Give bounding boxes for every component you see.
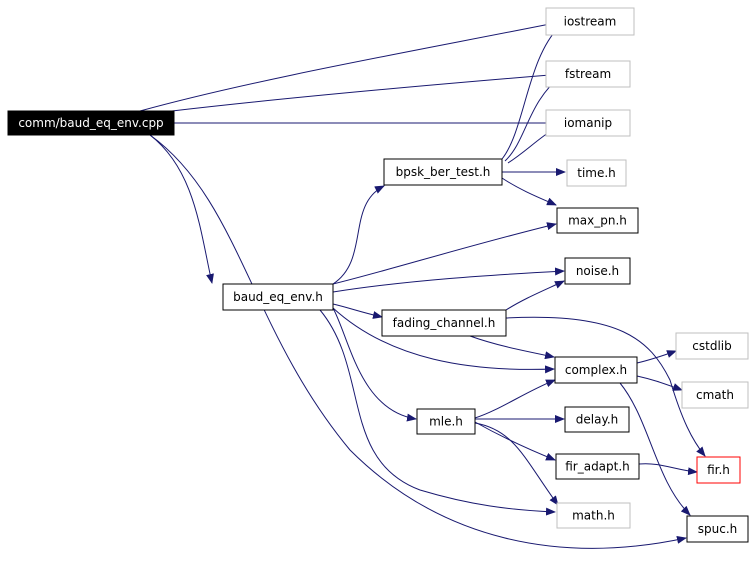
node-box	[564, 406, 630, 433]
edge-root-to-iostream	[139, 19, 561, 112]
node-label: fir_adapt.h	[565, 460, 630, 474]
node-root[interactable]: comm/baud_eq_env.cpp	[7, 110, 175, 136]
node-spuc[interactable]: spuc.h	[686, 515, 749, 543]
node-label: delay.h	[576, 413, 619, 427]
node-math[interactable]: math.h	[556, 502, 631, 529]
node-label: iostream	[564, 15, 617, 29]
edge-baud-to-math	[319, 309, 556, 516]
node-noise[interactable]: noise.h	[564, 257, 631, 285]
nodes: comm/baud_eq_env.cpp iostream fstream ioman…	[7, 7, 749, 543]
node-delay[interactable]: delay.h	[564, 406, 630, 433]
node-iostream[interactable]: iostream	[545, 7, 635, 36]
edges	[139, 19, 706, 549]
node-baud[interactable]: baud_eq_env.h	[222, 283, 334, 311]
node-label: cstdlib	[692, 339, 731, 353]
node-time[interactable]: time.h	[566, 159, 627, 187]
node-complex[interactable]: complex.h	[554, 356, 638, 384]
node-label: math.h	[572, 509, 615, 523]
node-fir[interactable]: fir.h	[696, 456, 741, 484]
node-label: fading_channel.h	[393, 316, 496, 330]
edge-baud-to-maxpn	[332, 222, 557, 285]
node-box	[556, 207, 639, 234]
node-label: time.h	[577, 166, 616, 180]
node-fading[interactable]: fading_channel.h	[381, 309, 507, 337]
edge-baud-to-mle	[332, 307, 417, 422]
node-mle[interactable]: mle.h	[416, 408, 476, 435]
node-box	[555, 453, 640, 480]
node-label: comm/baud_eq_env.cpp	[18, 116, 163, 130]
node-label: cmath	[696, 388, 734, 402]
node-box	[545, 60, 631, 88]
node-box	[686, 515, 749, 543]
node-box	[681, 381, 749, 409]
edge-fading-to-noise	[505, 280, 565, 311]
node-box	[545, 7, 635, 36]
node-label: iomanip	[564, 116, 612, 130]
edge-complex-to-cmath	[636, 375, 683, 391]
edge-mle-to-math	[474, 422, 559, 506]
node-cmath[interactable]: cmath	[681, 381, 749, 409]
node-box	[564, 257, 631, 285]
edge-complex-to-cstdlib	[636, 350, 677, 364]
node-label: mle.h	[429, 415, 463, 429]
node-firadapt[interactable]: fir_adapt.h	[555, 453, 640, 480]
node-box	[554, 356, 638, 384]
node-box	[545, 109, 631, 137]
node-box	[381, 309, 507, 337]
edge-fading-to-complex	[469, 335, 555, 360]
node-bpsk[interactable]: bpsk_ber_test.h	[383, 158, 503, 186]
node-box	[566, 159, 627, 187]
node-label: fstream	[565, 67, 611, 81]
node-maxpn[interactable]: max_pn.h	[556, 207, 639, 234]
edge-bpsk-to-iostream	[501, 25, 561, 160]
edge-baud-to-noise	[332, 267, 565, 293]
node-label: max_pn.h	[568, 214, 627, 228]
node-box	[383, 158, 503, 186]
node-box	[7, 110, 175, 136]
node-label: fir.h	[707, 463, 730, 477]
edge-root-to-baud	[149, 134, 214, 284]
node-label: bpsk_ber_test.h	[396, 165, 491, 179]
edge-fading-to-fir	[505, 316, 706, 457]
edge-complex-to-spuc	[619, 382, 691, 516]
edge-root-to-fstream	[171, 70, 563, 112]
node-box	[675, 332, 749, 360]
node-box	[416, 408, 476, 435]
edge-mle-to-firadapt	[474, 421, 556, 461]
node-iomanip[interactable]: iomanip	[545, 109, 631, 137]
node-label: spuc.h	[698, 522, 738, 536]
node-box	[222, 283, 334, 311]
node-label: noise.h	[576, 264, 619, 278]
edge-firadapt-to-fir	[638, 463, 698, 476]
edge-baud-to-bpsk	[332, 185, 385, 285]
edge-root-to-spuc	[149, 134, 687, 549]
node-cstdlib[interactable]: cstdlib	[675, 332, 749, 360]
edge-baud-to-fading	[332, 303, 383, 319]
node-box	[696, 456, 741, 484]
node-label: complex.h	[565, 363, 627, 377]
node-box	[556, 502, 631, 529]
edge-baud-to-complex	[332, 307, 555, 374]
node-label: baud_eq_env.h	[233, 290, 323, 304]
node-fstream[interactable]: fstream	[545, 60, 631, 88]
edge-bpsk-to-maxpn	[501, 177, 557, 206]
edge-mle-to-complex	[474, 379, 556, 419]
